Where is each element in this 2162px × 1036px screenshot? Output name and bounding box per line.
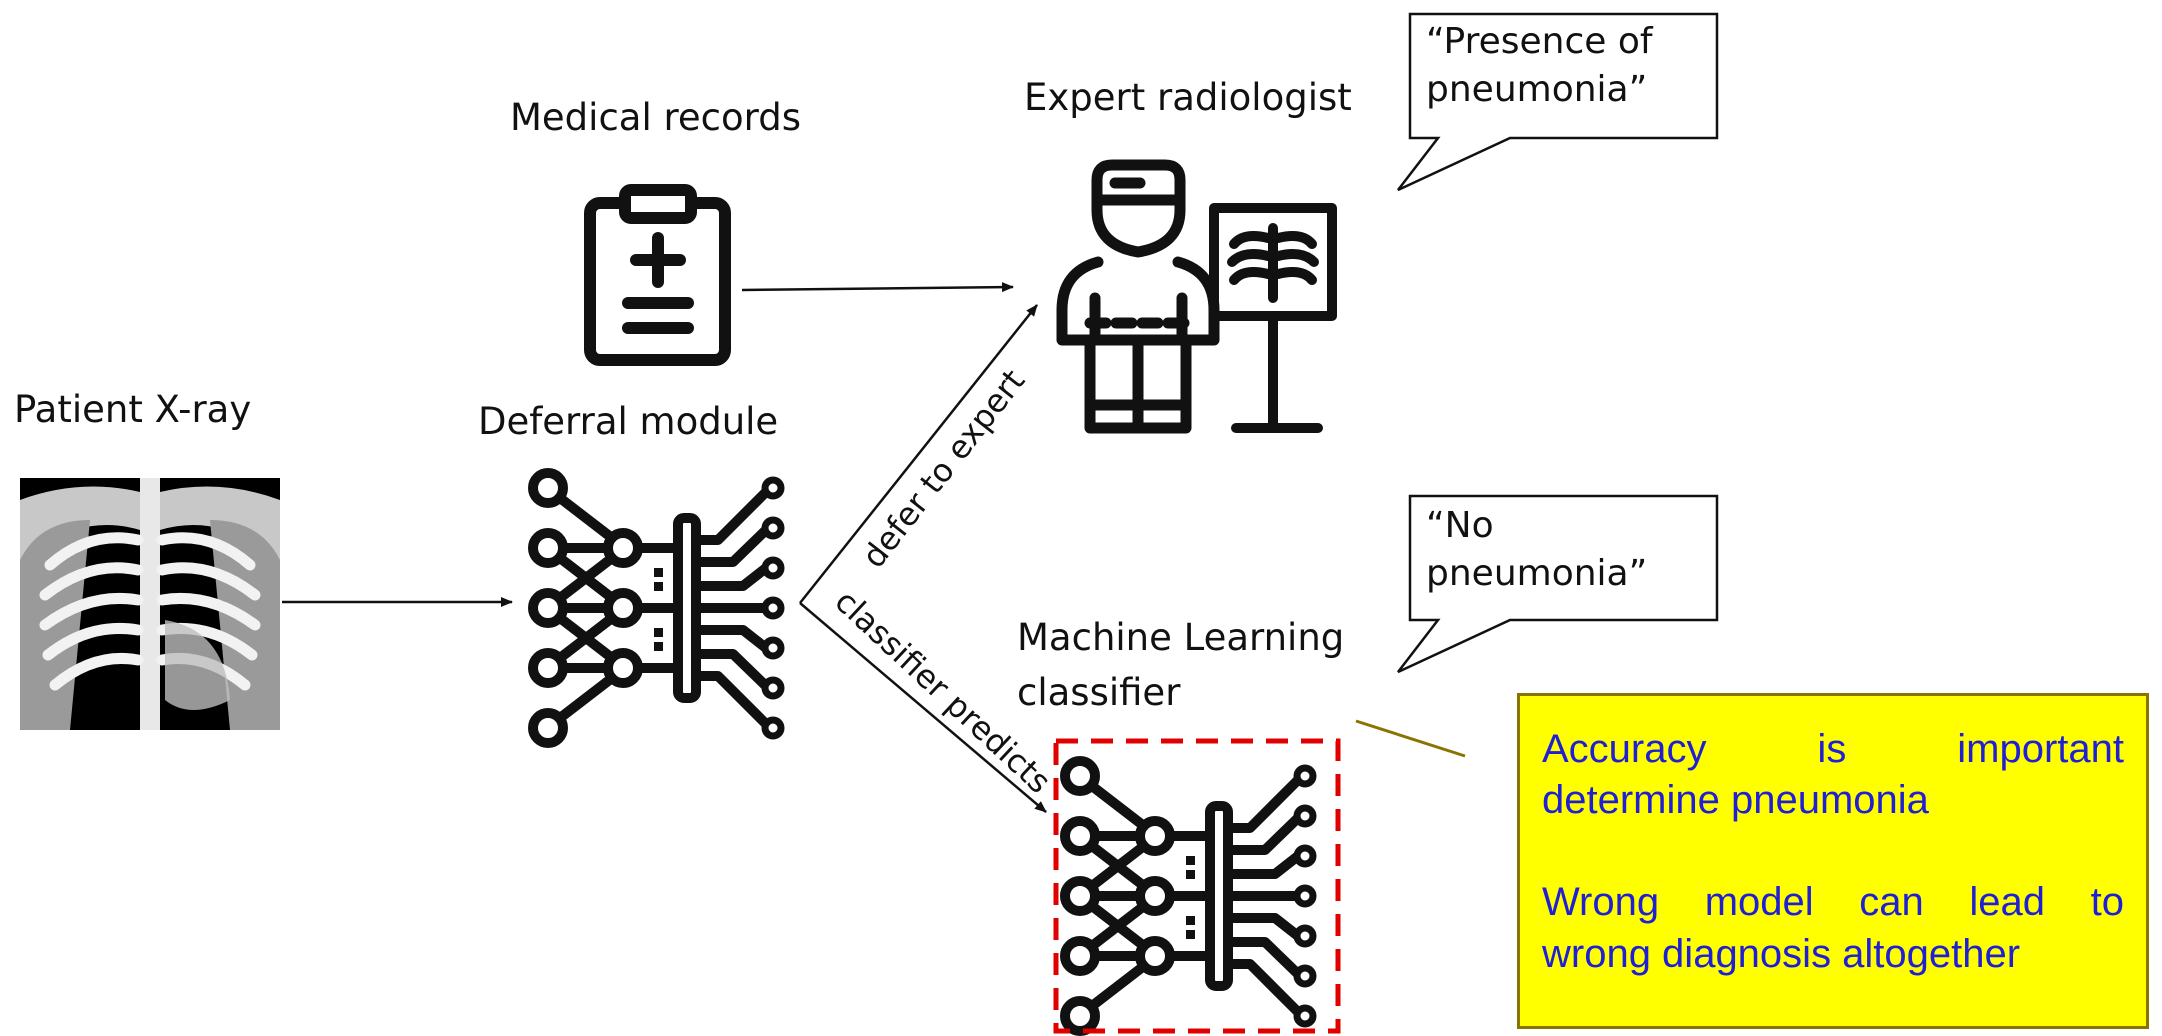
- classifier-callout-text: “No pneumonia”: [1426, 505, 1648, 594]
- note-connector: [1355, 719, 1466, 758]
- note-line-1: Accuracy is important: [1542, 727, 2124, 771]
- clipboard-icon: [584, 184, 731, 366]
- ml-classifier-label-line1: Machine Learning: [1017, 616, 1345, 659]
- note-line-3: Wrong model can lead to: [1542, 880, 2124, 925]
- xray-viewer-icon: [1209, 203, 1337, 433]
- expert-callout-text: “Presence of pneumonia”: [1426, 21, 1653, 110]
- xray-icon: [20, 478, 280, 730]
- neural-network-icon: [533, 473, 781, 743]
- flow-arrows: [282, 282, 1047, 813]
- medical-records-label: Medical records: [510, 96, 801, 139]
- patient-xray-label: Patient X-ray: [14, 388, 252, 431]
- classifier-highlight-box: [1053, 738, 1341, 1034]
- classifier-network-icon: [1065, 761, 1313, 1031]
- defer-to-expert-label: defer to expert: [854, 362, 1032, 575]
- accuracy-note: Accuracy is important determine pneumoni…: [1517, 693, 2149, 1029]
- classifier-speech-bubble: [1397, 494, 1719, 674]
- note-line-4: wrong diagnosis altogether: [1542, 931, 2021, 976]
- note-line-2: determine pneumonia: [1542, 778, 1929, 823]
- radiologist-icon: [1056, 159, 1220, 434]
- ml-classifier-label-line2: classifier: [1017, 671, 1181, 714]
- expert-speech-bubble: [1397, 12, 1719, 192]
- deferral-module-label: Deferral module: [478, 400, 779, 443]
- expert-radiologist-label: Expert radiologist: [1024, 76, 1352, 119]
